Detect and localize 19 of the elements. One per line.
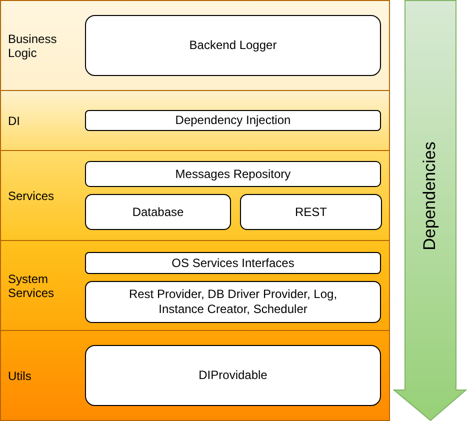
layer-label: Utils <box>8 368 32 382</box>
layer-band <box>0 330 390 421</box>
layer-band <box>0 0 390 91</box>
component-box: Backend Logger <box>85 15 381 76</box>
layer-band <box>0 240 390 331</box>
layer-label: System Services <box>8 272 56 300</box>
component-box: Messages Repository <box>85 161 381 187</box>
component-box: DIProvidable <box>85 345 381 406</box>
component-box: Rest Provider, DB Driver Provider, Log, Instance Creator, Scheduler <box>85 281 381 323</box>
layer-band <box>0 150 390 241</box>
component-box: Database <box>85 194 231 230</box>
component-box: OS Services Interfaces <box>85 252 381 274</box>
arrow-label: Dependencies <box>420 142 440 250</box>
component-box: Dependency Injection <box>85 110 381 131</box>
layer-label: Services <box>8 188 56 202</box>
layer-band <box>0 90 390 151</box>
layer-label: DI <box>8 114 21 128</box>
component-box: REST <box>240 194 382 230</box>
layer-label: Business Logic <box>8 32 58 60</box>
